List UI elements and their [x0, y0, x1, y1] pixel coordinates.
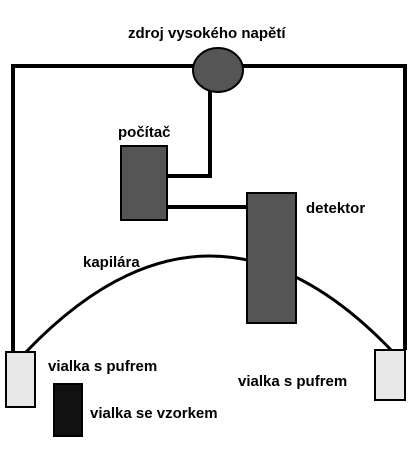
computer-label: počítač — [118, 124, 171, 141]
buffer-vial-left — [5, 351, 36, 408]
power-supply-label: zdroj vysokého napětí — [128, 25, 286, 42]
sample-vial-label: vialka se vzorkem — [90, 405, 218, 422]
buffer-vial-right — [374, 349, 406, 401]
sample-vial — [53, 383, 83, 437]
power-to-computer-wire — [168, 82, 212, 178]
detector-block — [246, 192, 297, 324]
buffer-vial-right-label: vialka s pufrem — [238, 373, 347, 390]
capillary-tube — [24, 254, 395, 354]
computer-block — [120, 145, 168, 221]
capillary-label: kapilára — [83, 254, 140, 271]
buffer-vial-left-label: vialka s pufrem — [48, 358, 157, 375]
power-supply-node — [192, 47, 244, 93]
detector-label: detektor — [306, 200, 365, 217]
